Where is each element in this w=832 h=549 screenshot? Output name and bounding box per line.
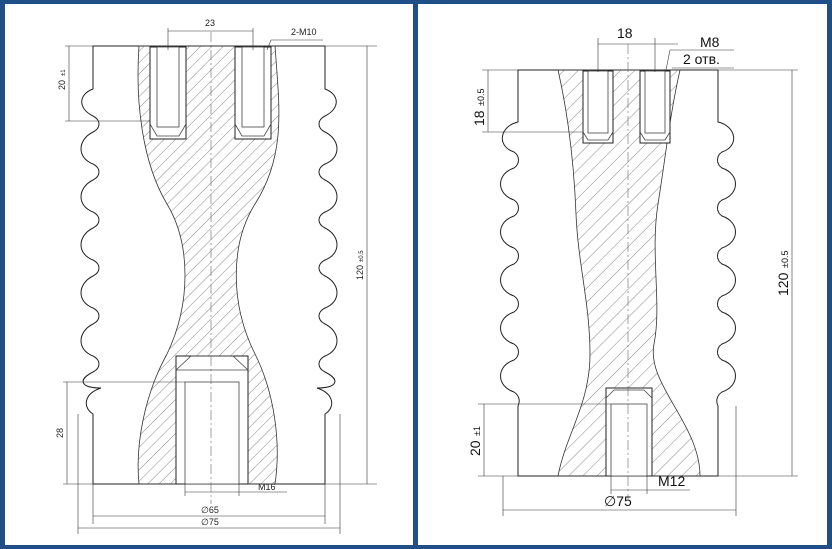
dim-label-120: 120 (775, 272, 791, 296)
bottom-thread-hole (175, 355, 249, 485)
dim-thread-label-right: M8 2 отв. (665, 34, 734, 71)
dim-label-m16: M16 (258, 482, 276, 492)
core-section-hatch (557, 69, 701, 477)
dim-top-depth-right: 18 ±0.5 (471, 69, 583, 133)
dim-outer-dia-left: ∅75 (77, 414, 341, 534)
dim-bottom-depth-right: 20 ±1 (467, 403, 611, 477)
dim-label-2-m10: 2-M10 (291, 27, 317, 37)
dim-label-d75: ∅75 (201, 517, 219, 527)
dim-label-120-tol: ±0.5 (780, 251, 790, 268)
dim-bottom-thread-right: M12 (610, 473, 690, 494)
dim-height-right: 120 ±0.5 (718, 69, 798, 477)
dim-core-dia-left: ∅65 (92, 484, 326, 524)
top-thread-hole-right (639, 70, 671, 144)
dim-label-m8: M8 (700, 34, 720, 50)
bottom-thread-hole (605, 387, 653, 477)
dim-thread-spacing-left: 23 (167, 18, 254, 50)
left-drawing-panel: 23 2-M10 20 ±1 120 ±0.5 28 M16 (5, 4, 413, 545)
dim-label-2-holes: 2 отв. (683, 51, 720, 67)
dim-thread-spacing-right: 18 (597, 25, 678, 72)
dim-thread-label-left: 2-M10 (266, 27, 323, 51)
dim-label-20: 20 (467, 440, 483, 456)
right-insulator-drawing: 18 M8 2 отв. 18 ±0.5 120 ±0.5 20 ±1 M12 (467, 25, 798, 516)
dim-label-120-tol: ±0.5 (359, 250, 365, 262)
dim-label-d75: ∅75 (604, 493, 632, 509)
dim-label-20-tol: ±1 (472, 426, 482, 436)
top-thread-hole-right (234, 46, 272, 140)
dim-label-28: 28 (55, 428, 65, 438)
dim-bottom-thread-left: M16 (184, 482, 287, 496)
dim-label-120: 120 (355, 265, 365, 280)
dim-label-20-tol: ±1 (61, 69, 67, 76)
top-thread-hole-left (149, 46, 187, 140)
dim-label-m12: M12 (658, 473, 685, 489)
dim-top-depth-left: 20 ±1 (57, 45, 150, 122)
dim-label-20: 20 (57, 80, 67, 90)
top-thread-hole-left (582, 70, 614, 144)
left-insulator-drawing: 23 2-M10 20 ±1 120 ±0.5 28 M16 (55, 18, 377, 534)
dim-outer-dia-right: ∅75 (502, 406, 737, 516)
dim-label-d65: ∅65 (201, 505, 219, 515)
dim-label-18-depth: 18 (471, 110, 487, 126)
dim-label-23: 23 (205, 18, 215, 28)
dim-height-left: 120 ±0.5 (325, 45, 377, 485)
right-drawing-panel: 18 M8 2 отв. 18 ±0.5 120 ±0.5 20 ±1 M12 (418, 4, 827, 545)
dim-label-18: 18 (617, 25, 633, 41)
dim-label-18-depth-tol: ±0.5 (476, 89, 486, 106)
